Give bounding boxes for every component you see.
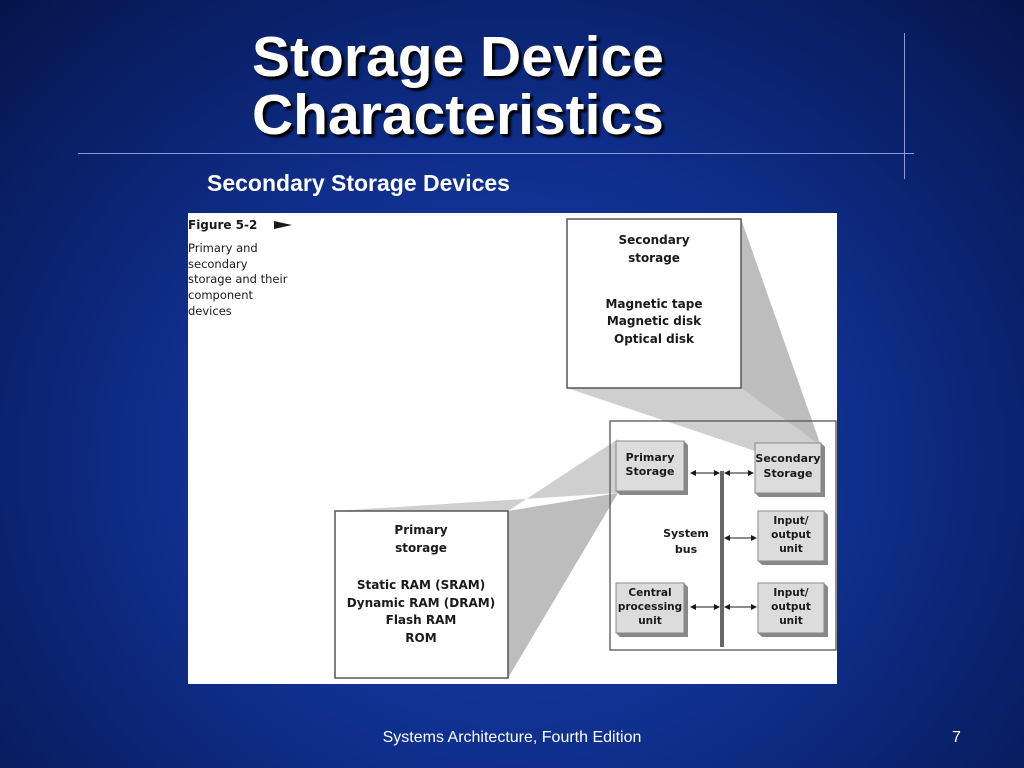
io-unit-1-label: output — [771, 529, 811, 541]
io-unit-2-label: output — [771, 601, 811, 613]
primary-detail-title: storage — [395, 541, 447, 555]
system-bus-label: System — [663, 527, 709, 540]
figure-caption-line: storage and their — [188, 272, 288, 286]
slide-title: Storage Device Characteristics — [252, 28, 664, 144]
primary-detail-item: Flash RAM — [386, 613, 457, 627]
storage-diagram: Figure 5-2 Primary and secondary storage… — [188, 218, 837, 679]
primary-detail-item: Static RAM (SRAM) — [357, 578, 485, 592]
page-number: 7 — [952, 729, 961, 746]
secondary-detail-title: Secondary — [618, 233, 689, 247]
system-frame — [609, 420, 837, 651]
primary-detail-item: Dynamic RAM (DRAM) — [347, 596, 495, 610]
io-unit-1-box — [757, 510, 825, 562]
secondary-storage-label: Secondary — [755, 452, 820, 465]
secondary-storage-detail-box — [566, 218, 742, 389]
cpu-label: unit — [638, 615, 662, 627]
primary-storage-detail-box — [334, 510, 509, 679]
primary-zoom-funnel — [335, 439, 618, 511]
primary-detail-title: Primary — [394, 523, 447, 537]
figure-caption-line: secondary — [188, 257, 248, 271]
cpu-label: Central — [628, 587, 671, 599]
figure-caption-line: devices — [188, 304, 232, 318]
figure-arrow-icon — [274, 221, 292, 229]
primary-storage-label: Storage — [626, 465, 675, 478]
slide-subtitle: Secondary Storage Devices — [207, 170, 510, 196]
io-unit-1-label: Input/ — [773, 515, 808, 527]
decorative-vertical-line — [904, 33, 905, 179]
figure-caption-line: Primary and — [188, 241, 258, 255]
title-line-2: Characteristics — [252, 83, 664, 147]
io-unit-2-box — [757, 582, 825, 634]
decorative-horizontal-line — [78, 153, 914, 154]
cpu-box — [615, 582, 685, 634]
primary-zoom-funnel-side — [508, 493, 618, 678]
figure-caption-line: component — [188, 288, 254, 302]
title-line-1: Storage Device — [252, 25, 664, 89]
io-unit-2-label: unit — [779, 615, 803, 627]
storage-diagram-figure: Figure 5-2 Primary and secondary storage… — [188, 213, 837, 684]
secondary-zoom-funnel — [567, 388, 821, 452]
primary-storage-box — [615, 440, 685, 492]
secondary-detail-title: storage — [628, 251, 680, 265]
secondary-detail-item: Optical disk — [614, 332, 695, 346]
figure-label: Figure 5-2 — [188, 218, 257, 232]
io-unit-2-label: Input/ — [773, 587, 808, 599]
system-bus-line — [720, 471, 724, 647]
io-unit-1-label: unit — [779, 543, 803, 555]
secondary-detail-item: Magnetic disk — [607, 314, 702, 328]
secondary-detail-item: Magnetic tape — [605, 297, 702, 311]
slide-footer: Systems Architecture, Fourth Edition — [382, 729, 642, 746]
cpu-label: processing — [618, 601, 682, 613]
secondary-storage-box — [754, 442, 822, 494]
primary-storage-label: Primary — [626, 451, 675, 464]
primary-detail-item: ROM — [405, 631, 436, 645]
secondary-storage-label: Storage — [764, 467, 813, 480]
system-bus-label: bus — [675, 543, 698, 556]
secondary-zoom-funnel-side — [741, 219, 821, 446]
